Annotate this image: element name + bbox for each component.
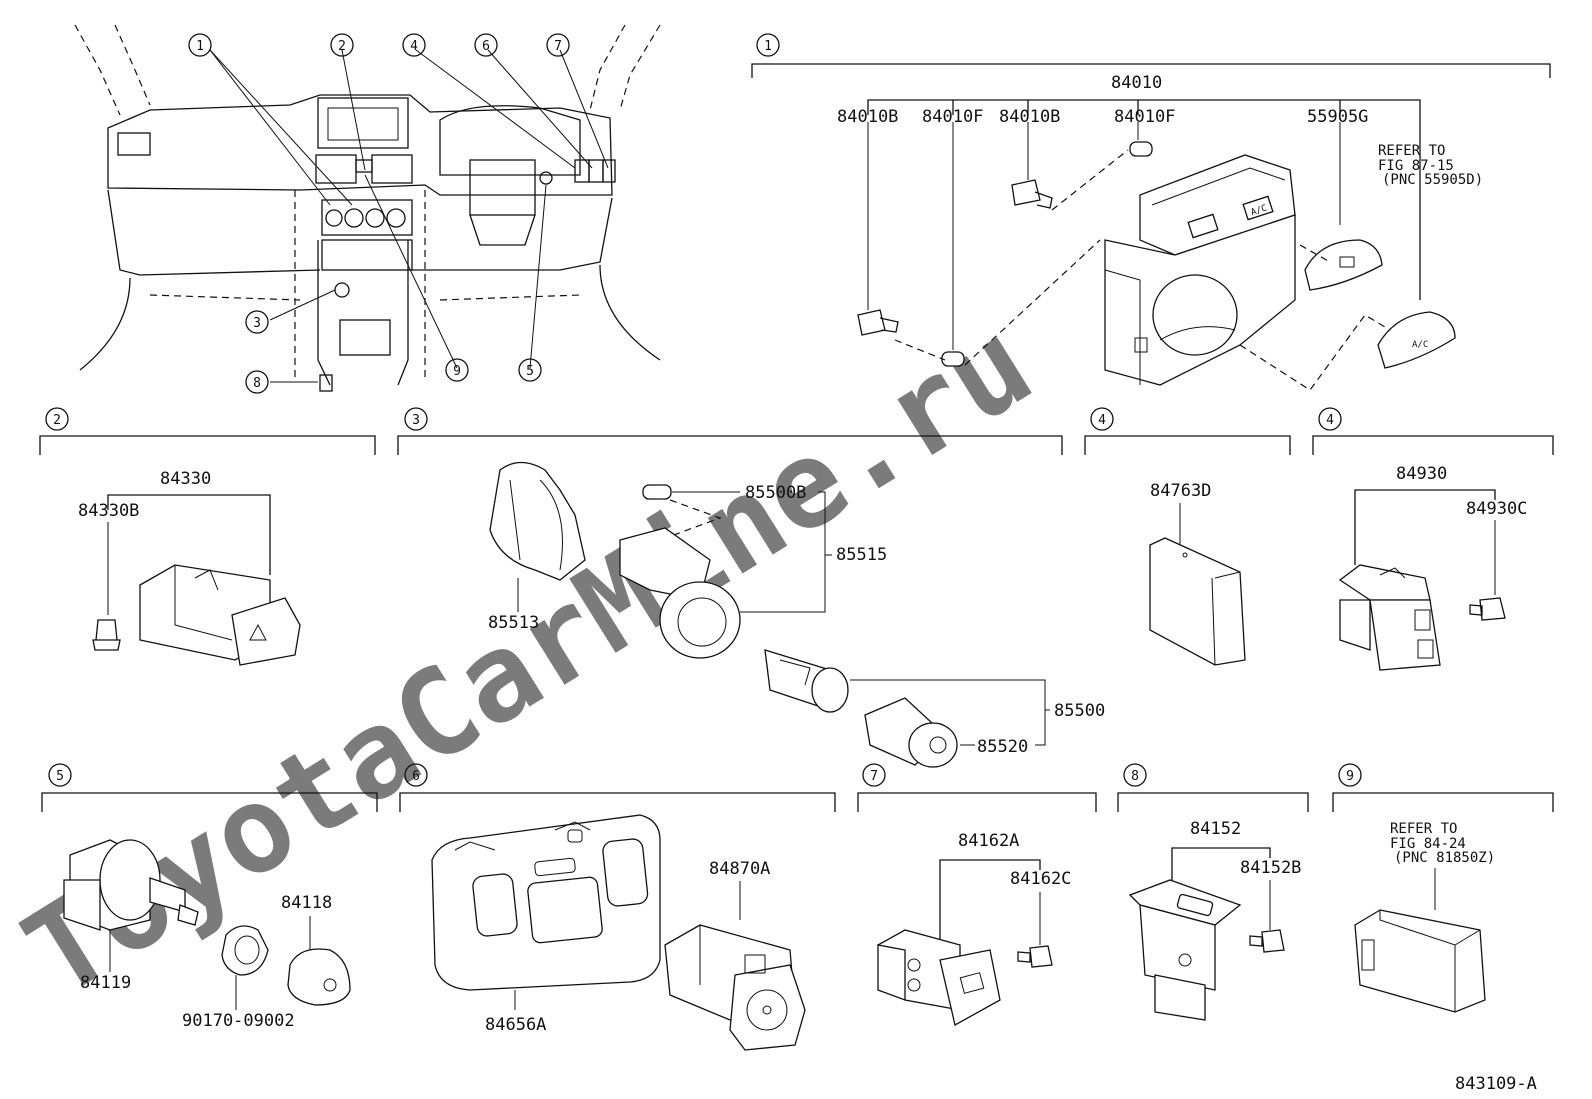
part-84010B-b: 84010B <box>999 107 1060 127</box>
part-84330B: 84330B <box>78 501 139 521</box>
section-9-index: 9 <box>1346 769 1354 784</box>
section-4b-lock-switch: 4 84930 84930C <box>1312 407 1554 671</box>
screw-84010B-left-icon <box>857 309 899 336</box>
section-4b-index: 4 <box>1326 413 1334 428</box>
section-2-hazard-switch: 2 84330 84330B <box>39 407 376 666</box>
part-84010B-a: 84010B <box>837 107 898 127</box>
screw-84930C-icon <box>1469 597 1506 621</box>
bulb-84010F-left-icon <box>941 351 965 367</box>
callout-9: 9 <box>453 364 461 379</box>
screw-84010B-right-icon <box>1011 179 1053 209</box>
part-84763D: 84763D <box>1150 481 1211 501</box>
socket-85513-icon <box>489 461 586 581</box>
section-9-module: 9 REFER TO FIG 84-24 (PNC 81850Z) <box>1332 763 1554 1013</box>
section-4a-switch-cover: 4 84763D <box>1084 407 1291 666</box>
refer-line-3: (PNC 55905D) <box>1382 172 1483 188</box>
knob-55905D-icon <box>1377 311 1456 369</box>
part-84870A: 84870A <box>709 859 770 879</box>
lighter-socket-85500-icon <box>764 649 849 713</box>
cover-84763D-icon <box>1149 537 1246 666</box>
lighter-plug-85520-icon <box>864 697 958 768</box>
bulb-84010F-right-icon <box>1129 141 1153 157</box>
part-90170-09002: 90170-09002 <box>182 1011 295 1031</box>
section-1-index: 1 <box>764 39 772 54</box>
ac-label-knob: A/C <box>1412 340 1428 350</box>
screw-84152B-icon <box>1249 929 1285 953</box>
knob-84118-icon <box>287 948 351 1006</box>
screw-84162C-icon <box>1017 945 1053 968</box>
part-85500B: 85500B <box>745 483 806 503</box>
knob-55905G-icon <box>1304 239 1383 291</box>
callout-8: 8 <box>253 376 261 391</box>
part-55905G: 55905G <box>1307 107 1368 127</box>
section-3-cigarette-lighter: 3 85513 85500B 85515 <box>397 407 1105 768</box>
section-6-index: 6 <box>412 769 420 784</box>
part-84162A: 84162A <box>958 831 1019 851</box>
part-84010F-a: 84010F <box>922 107 983 127</box>
section-5-dimmer: 5 84119 90170-09002 84118 <box>41 763 378 1031</box>
lighter-holder-85515-icon <box>619 527 741 659</box>
part-84162C: 84162C <box>1010 869 1071 889</box>
section-6-mirror-switch: 6 84656A 84870A <box>399 763 836 1051</box>
section-1-ac-control: 1 84010 84010B 84010F 84010B 84010F 5590… <box>751 33 1551 391</box>
part-84010F-b: 84010F <box>1114 107 1175 127</box>
part-84330: 84330 <box>160 469 211 489</box>
part-85520: 85520 <box>977 737 1028 757</box>
refer-line-2: FIG 87-15 <box>1378 158 1454 174</box>
part-84010: 84010 <box>1111 73 1162 93</box>
switch-84152-icon <box>1128 879 1242 1021</box>
callout-5: 5 <box>526 364 534 379</box>
callout-1a: 1 <box>196 39 204 54</box>
section-5-index: 5 <box>56 769 64 784</box>
dashboard-overview: 1 2 4 6 7 3 9 5 8 <box>74 24 661 394</box>
section-3-index: 3 <box>412 413 420 428</box>
figure-id: 843109-A <box>1455 1074 1537 1094</box>
mirror-switch-84870A-icon <box>664 924 806 1051</box>
module-81850Z-icon <box>1354 909 1486 1013</box>
section-7-index: 7 <box>870 769 878 784</box>
part-85515: 85515 <box>836 545 887 565</box>
callout-6: 6 <box>482 39 490 54</box>
screw-84330B-icon <box>92 619 121 651</box>
part-85513: 85513 <box>488 613 539 633</box>
part-84152: 84152 <box>1190 819 1241 839</box>
part-84152B: 84152B <box>1240 858 1301 878</box>
part-84119: 84119 <box>80 973 131 993</box>
refer9-line-3: (PNC 81850Z) <box>1394 850 1495 866</box>
refer9-line-2: FIG 84-24 <box>1390 836 1466 852</box>
part-84930C: 84930C <box>1466 499 1527 519</box>
switch-panel-84656A-icon <box>431 814 661 991</box>
callout-2: 2 <box>338 39 346 54</box>
rheostat-84119-icon <box>63 839 199 931</box>
lock-switch-84930-icon <box>1338 564 1441 671</box>
part-84656A: 84656A <box>485 1015 546 1035</box>
section-8-index: 8 <box>1131 769 1139 784</box>
section-4a-index: 4 <box>1098 413 1106 428</box>
ac-controller-84010-icon: A/C <box>1104 154 1296 386</box>
refer9-line-1: REFER TO <box>1390 821 1457 837</box>
callout-7: 7 <box>554 39 562 54</box>
part-84118: 84118 <box>281 893 332 913</box>
hazard-switch-84330-icon <box>139 564 301 666</box>
callout-4: 4 <box>410 39 418 54</box>
refer-line-1: REFER TO <box>1378 143 1445 159</box>
section-7-switch: 7 84162A 84162C <box>857 763 1097 1026</box>
bushing-90170-icon <box>221 925 269 976</box>
ac-label-main: A/C <box>1250 204 1269 219</box>
section-2-index: 2 <box>53 413 61 428</box>
part-85500: 85500 <box>1054 701 1105 721</box>
callout-3: 3 <box>253 316 261 331</box>
switch-84162A-icon <box>877 929 1001 1026</box>
part-84930: 84930 <box>1396 464 1447 484</box>
bulb-85500B-icon <box>642 484 672 500</box>
section-8-switch: 8 84152 84152B <box>1117 763 1309 1021</box>
